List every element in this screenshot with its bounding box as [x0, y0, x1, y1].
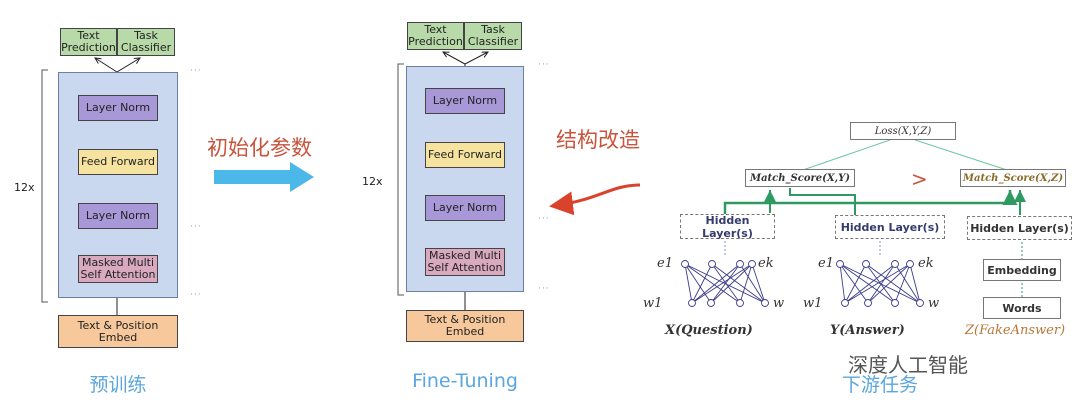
caption-fine-tuning: Fine-Tuning	[412, 370, 518, 392]
dots: ···	[538, 60, 550, 70]
embed-box: Text & Position Embed	[58, 315, 178, 348]
caption-downstream: 下游任务	[841, 374, 918, 396]
hidden-layer-z: Hidden Layer(s)	[967, 216, 1072, 240]
layer-norm-bottom: Layer Norm	[78, 203, 158, 229]
dots: ···	[190, 222, 202, 232]
embedding-box: Embedding	[983, 259, 1061, 281]
node-label-w1: w1	[803, 296, 823, 311]
layer-norm-bottom: Layer Norm	[425, 195, 505, 221]
masked-attention: Masked Multi Self Attention	[78, 255, 158, 283]
node-label-w1: w1	[643, 296, 663, 311]
layer-norm-top: Layer Norm	[78, 95, 158, 121]
structure-change-label: 结构改造	[556, 128, 640, 152]
task-classifier-box: Task Classifier	[117, 28, 175, 56]
text-prediction-box: Text Prediction	[407, 22, 464, 50]
match-score-xz: Match_Score(X,Z)	[960, 169, 1066, 187]
embed-box: Text & Position Embed	[406, 310, 524, 342]
x-question-label: X(Question)	[665, 323, 753, 338]
loss-box: Loss(X,Y,Z)	[850, 122, 956, 140]
structure-arrow	[549, 183, 641, 216]
feed-forward: Feed Forward	[78, 149, 158, 175]
task-classifier-box: Task Classifier	[464, 22, 522, 50]
match-score-xy: Match_Score(X,Y)	[745, 169, 855, 187]
hidden-layer-x: Hidden Layer(s)	[680, 214, 775, 240]
init-arrow	[214, 162, 314, 192]
hidden-layer-y: Hidden Layer(s)	[835, 215, 945, 239]
node-label-ek: ek	[758, 256, 774, 271]
dots: ···	[538, 284, 550, 294]
words-box: Words	[983, 297, 1061, 319]
masked-attention: Masked Multi Self Attention	[425, 248, 505, 276]
layers-label: 12x	[362, 175, 383, 188]
init-params-label: 初始化参数	[207, 136, 312, 160]
node-label-ek: ek	[918, 256, 934, 271]
node-label-w: w	[773, 296, 785, 311]
feed-forward: Feed Forward	[425, 142, 505, 168]
text-prediction-box: Text Prediction	[60, 28, 117, 56]
greater-than: >	[911, 167, 928, 191]
z-fake-answer-label: Z(FakeAnswer)	[965, 323, 1066, 338]
layer-norm-top: Layer Norm	[425, 88, 505, 114]
y-answer-label: Y(Answer)	[830, 323, 905, 338]
right-connectors	[723, 139, 1026, 297]
dots: ···	[190, 66, 202, 76]
watermark: 深度人工智能	[848, 353, 968, 377]
layers-label: 12x	[14, 181, 35, 194]
network-y	[836, 260, 924, 307]
dots: ···	[190, 290, 202, 300]
dots: ···	[538, 214, 550, 224]
node-label-e1: e1	[818, 256, 834, 271]
caption-pretraining: 预训练	[89, 374, 147, 396]
network-x	[681, 260, 769, 307]
node-label-w: w	[928, 296, 940, 311]
node-label-e1: e1	[657, 256, 673, 271]
